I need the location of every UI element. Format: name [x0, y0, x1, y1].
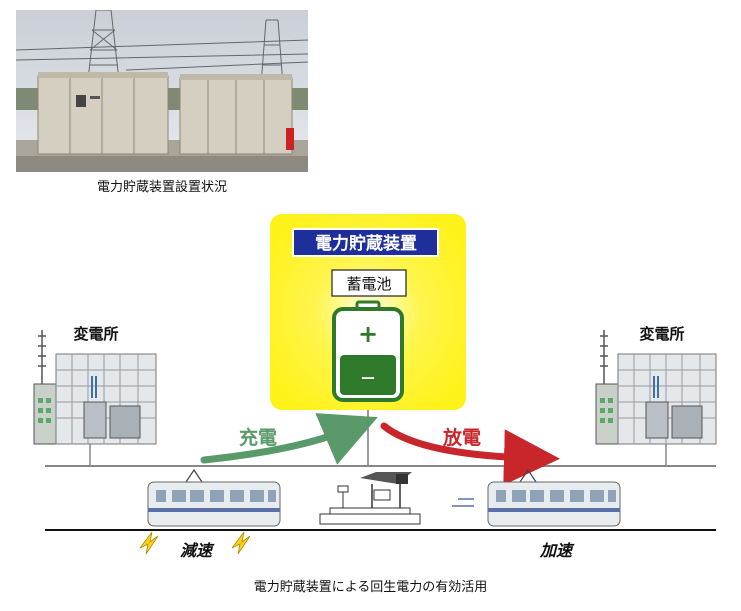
right-substation-icon	[595, 330, 717, 466]
installation-photo	[16, 10, 308, 172]
diagram-caption: 電力貯蔵装置による回生電力の有効活用	[253, 580, 488, 595]
photo-caption: 電力貯蔵装置設置状況	[96, 180, 227, 195]
battery-label-box	[331, 269, 407, 297]
device-title: 電力貯蔵装置	[315, 233, 417, 254]
station-icon	[319, 472, 421, 525]
right-train-label: 加速	[539, 541, 575, 560]
brake-spark-icons	[139, 531, 251, 555]
charge-label: 充電	[239, 426, 277, 449]
charge-arrow	[200, 413, 378, 465]
left-substation-icon	[33, 330, 157, 466]
right-train-icon	[487, 468, 621, 527]
discharge-arrow	[380, 422, 560, 486]
device-title-bg	[292, 228, 439, 257]
left-train-icon	[147, 468, 281, 527]
discharge-label: 放電	[442, 426, 481, 449]
battery-minus-symbol: －	[360, 369, 376, 388]
battery-icon: + －	[332, 300, 404, 402]
left-substation-label: 変電所	[73, 325, 118, 343]
motion-lines-icon	[452, 498, 474, 507]
right-substation-label: 変電所	[639, 325, 684, 343]
left-train-label: 減速	[180, 541, 215, 560]
battery-plus-symbol: +	[358, 320, 378, 348]
battery-label: 蓄電池	[346, 275, 391, 293]
